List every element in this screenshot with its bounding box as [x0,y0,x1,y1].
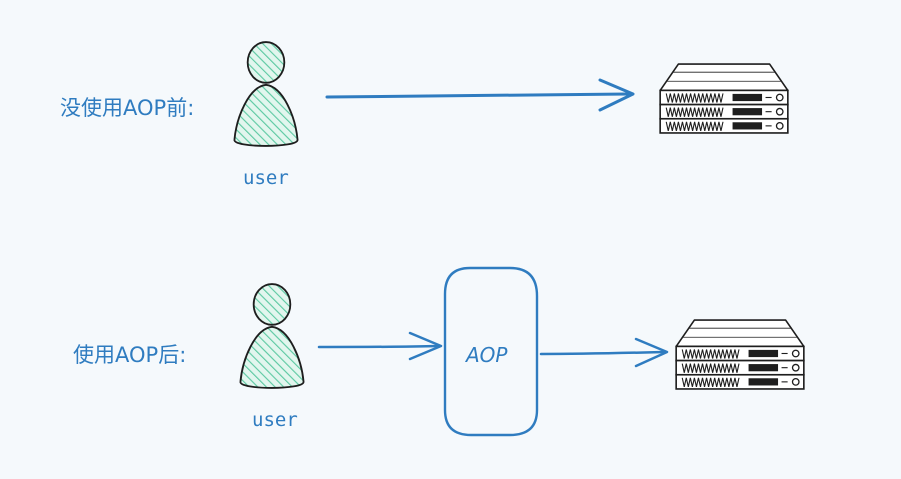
aop-box-label: AOP [464,343,508,367]
before-user-label: user [243,167,289,189]
person-icon [239,283,305,389]
aop-to-server-arrow [539,337,669,368]
before-row: 没使用AOP前: user [60,41,789,189]
after-user-label: user [252,409,298,431]
person-icon [233,41,299,147]
before-arrow [325,78,635,112]
server-rack-icon [659,63,789,134]
after-row: 使用AOP后: user AOP [73,266,805,437]
server-rack-icon [675,319,805,390]
before-label: 没使用AOP前: [60,96,194,120]
after-label: 使用AOP后: [73,343,186,367]
aop-box: AOP [443,266,539,437]
user-to-aop-arrow [317,331,443,361]
